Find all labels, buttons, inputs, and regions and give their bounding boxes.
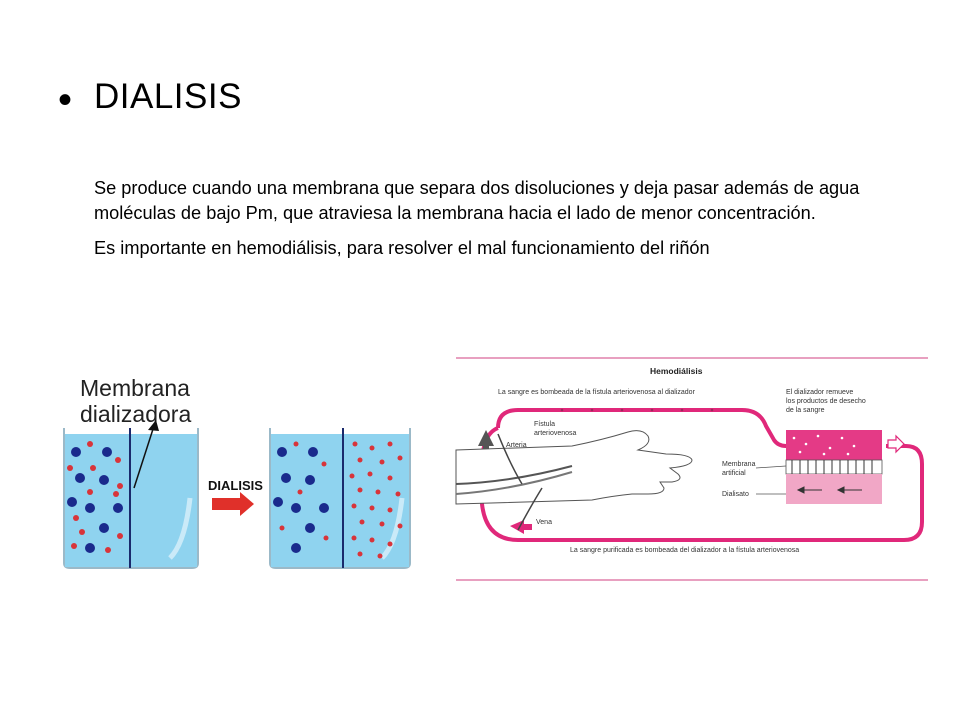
bullet-icon: •	[58, 78, 73, 122]
flow-arrow-up	[478, 430, 494, 454]
label-membrana-line1: Membrana	[722, 461, 756, 468]
hemodialysis-figure: Hemodiálisis La sangre es bombeada de la…	[455, 357, 928, 581]
membrane-pointer-arrowhead	[148, 420, 159, 431]
membrane-pointer-arrow	[133, 425, 155, 489]
right-caption-line2: los productos de desecho	[786, 398, 866, 405]
right-caption-line3: de la sangre	[786, 407, 825, 414]
tube-dots	[560, 408, 714, 412]
slide-body: Se produce cuando una membrana que separ…	[94, 176, 914, 271]
dialyzer-outflow-arrow	[887, 434, 905, 454]
beaker-after	[269, 428, 411, 569]
slide-title: DIALISIS	[94, 77, 242, 116]
membrane-label-line1: Membrana	[80, 375, 190, 401]
dialysis-arrow	[212, 492, 254, 516]
top-caption: La sangre es bombeada de la fístula arte…	[498, 389, 696, 396]
label-arteria: Arteria	[506, 442, 527, 449]
dialyzer-blood-chamber	[786, 430, 882, 460]
beaker-before	[63, 428, 199, 569]
flow-arrow-return	[510, 520, 532, 534]
paragraph-hemodialysis: Es importante en hemodiálisis, para reso…	[94, 238, 710, 258]
beaker-before-small-particles	[67, 441, 123, 553]
bottom-caption: La sangre purificada es bombeada del dia…	[570, 547, 799, 554]
vena-vessel	[455, 471, 573, 495]
beaker-before-large-particles	[67, 447, 123, 553]
dialysis-beakers-figure: Membrana dializadora DIALISIS	[63, 375, 411, 569]
label-fistula-line2: arteriovenosa	[534, 430, 577, 437]
venous-needle-line	[517, 487, 543, 531]
membrana-pointer	[755, 465, 787, 469]
membrane-label-line2: dializadora	[80, 401, 191, 427]
arterial-needle-line	[497, 433, 523, 485]
dialyzer-waste-dots	[792, 434, 856, 456]
right-caption-line1: El dializador remueve	[786, 389, 853, 396]
label-vena: Vena	[536, 519, 552, 526]
paragraph-definition: Se produce cuando una membrana que separ…	[94, 178, 860, 223]
label-membrana-line2: artificial	[722, 470, 746, 477]
beaker-after-large-particles	[273, 447, 329, 553]
dialysis-arrow-label: DIALISIS	[208, 478, 263, 493]
arteria-vessel	[455, 465, 573, 485]
dialysate-flow-arrows	[796, 486, 862, 494]
beaker-after-small-particles	[279, 441, 403, 559]
label-fistula-line1: Fístula	[534, 421, 555, 428]
membrane-fibers	[791, 460, 873, 474]
figure-title: Hemodiálisis	[650, 366, 703, 376]
label-dialisato: Dialisato	[722, 491, 749, 498]
